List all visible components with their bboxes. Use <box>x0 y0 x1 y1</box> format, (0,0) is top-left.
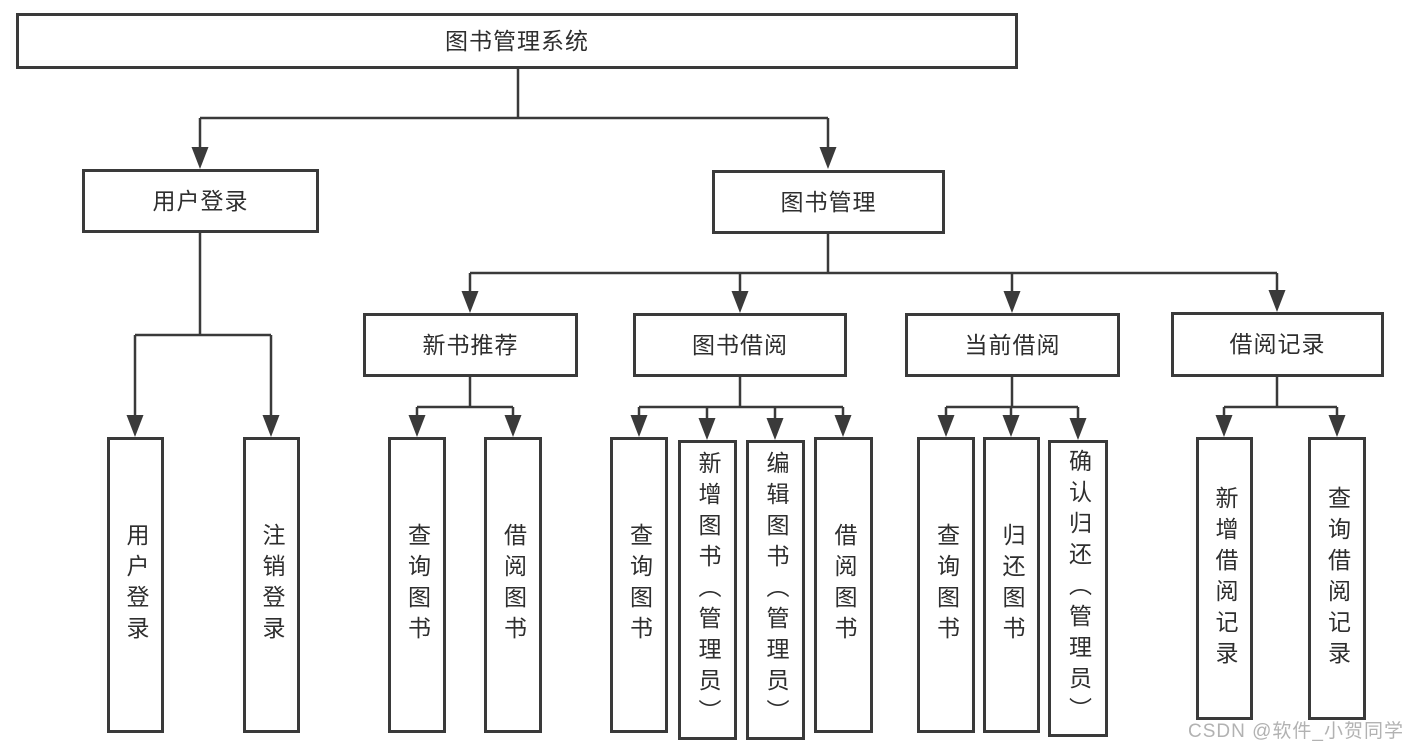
leaf-edit-books-admin: 编辑图书（管理员） <box>746 440 805 740</box>
leaf-label: 新增借阅记录 <box>1212 485 1238 672</box>
node-label: 图书管理 <box>780 188 877 215</box>
node-borrow-records: 借阅记录 <box>1171 312 1384 377</box>
node-label: 图书借阅 <box>692 331 788 358</box>
leaf-label: 借阅图书 <box>500 523 527 647</box>
leaf-confirm-return-admin: 确认归还（管理员） <box>1048 440 1108 737</box>
leaf-label: 确认归还（管理员） <box>1065 449 1092 728</box>
connector-current-borrow-children <box>937 377 1087 440</box>
connector-new-book-recommend-children <box>408 377 522 437</box>
leaf-label: 编辑图书（管理员） <box>763 450 789 730</box>
leaf-label: 查询借阅记录 <box>1324 485 1351 672</box>
leaf-user-login: 用户登录 <box>107 437 164 733</box>
node-label: 新书推荐 <box>422 331 519 358</box>
node-book-management: 图书管理 <box>712 170 945 234</box>
node-book-borrow: 图书借阅 <box>633 313 847 377</box>
node-label: 当前借阅 <box>964 331 1061 358</box>
node-library-management-system: 图书管理系统 <box>16 13 1018 69</box>
leaf-add-books-admin: 新增图书（管理员） <box>678 440 737 740</box>
node-new-book-recommend: 新书推荐 <box>363 313 578 377</box>
csdn-watermark: CSDN @软件_小贺同学 <box>1188 721 1404 742</box>
leaf-query-books-borrow: 查询图书 <box>610 437 668 733</box>
connector-borrow-records-children <box>1215 377 1346 437</box>
leaf-label: 查询图书 <box>933 523 960 647</box>
leaf-query-borrow-record: 查询借阅记录 <box>1308 437 1366 720</box>
leaf-label: 用户登录 <box>123 523 149 647</box>
leaf-add-borrow-record: 新增借阅记录 <box>1196 437 1253 720</box>
connector-book-borrow-children <box>630 377 852 440</box>
node-label: 图书管理系统 <box>445 27 589 54</box>
leaf-query-books-current: 查询图书 <box>917 437 975 733</box>
connector-user-login-children <box>126 233 280 437</box>
leaf-logout: 注销登录 <box>243 437 300 733</box>
leaf-query-books-recommend: 查询图书 <box>388 437 446 733</box>
leaf-borrow-books-recommend: 借阅图书 <box>484 437 542 733</box>
leaf-label: 查询图书 <box>404 523 431 647</box>
leaf-return-books: 归还图书 <box>983 437 1040 733</box>
node-label: 借阅记录 <box>1229 331 1326 357</box>
connector-root-to-level2 <box>191 69 837 169</box>
node-user-login: 用户登录 <box>82 169 319 233</box>
leaf-label: 注销登录 <box>259 523 285 647</box>
node-current-borrow: 当前借阅 <box>905 313 1120 377</box>
leaf-label: 新增图书（管理员） <box>695 450 721 730</box>
node-label: 用户登录 <box>152 187 249 214</box>
leaf-borrow-books: 借阅图书 <box>814 437 873 733</box>
leaf-label: 查询图书 <box>626 523 653 647</box>
connector-book-management-children <box>461 234 1286 313</box>
leaf-label: 借阅图书 <box>831 523 857 647</box>
leaf-label: 归还图书 <box>999 523 1025 647</box>
